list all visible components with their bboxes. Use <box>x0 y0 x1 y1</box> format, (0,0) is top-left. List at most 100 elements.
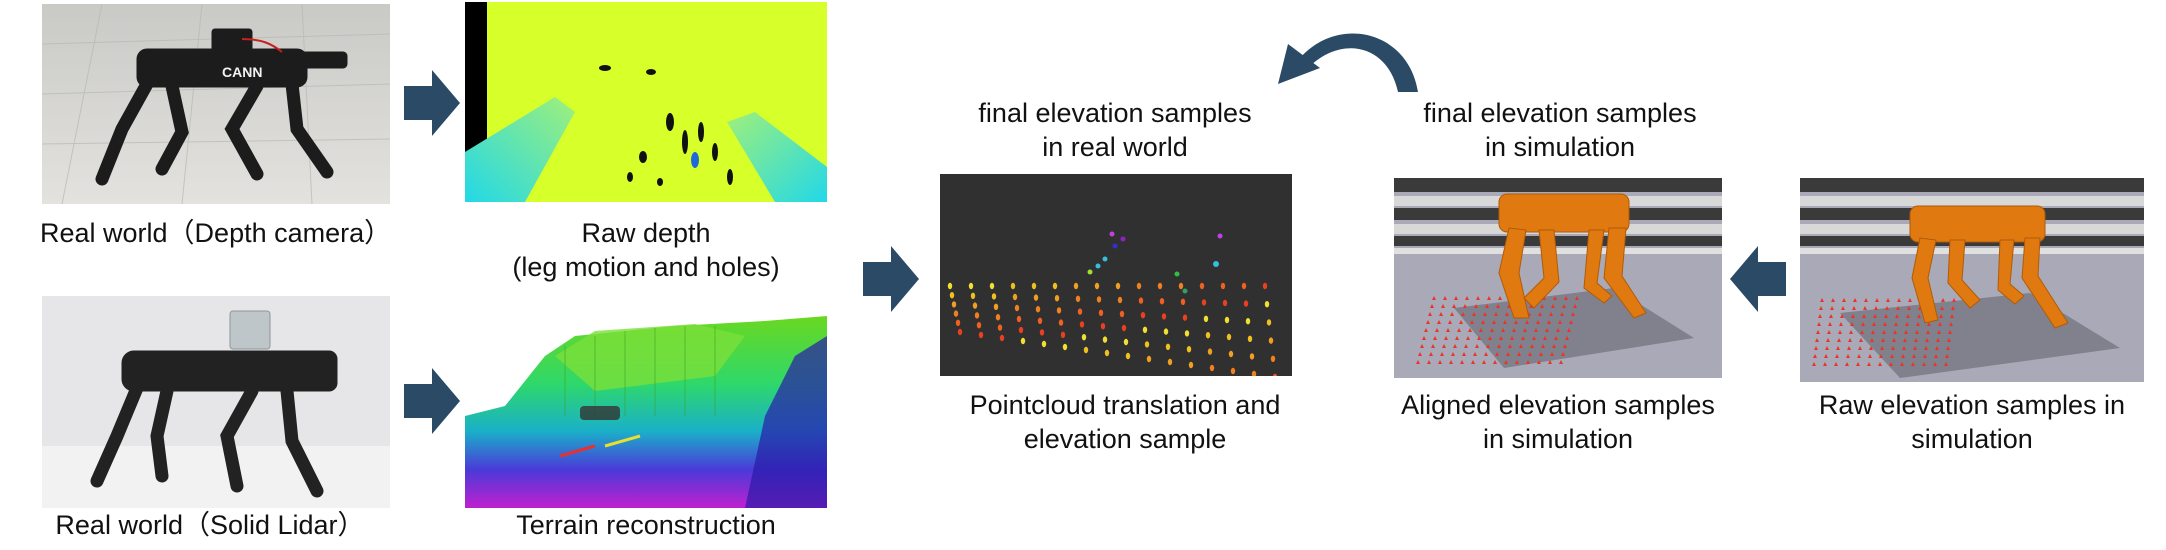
elevation-sample-marker <box>1499 336 1503 340</box>
elevation-sample-marker <box>1563 344 1567 348</box>
pointcloud-point <box>1058 319 1064 326</box>
elevation-sample-marker <box>1523 328 1527 332</box>
elevation-sample-marker <box>1515 360 1519 364</box>
left-arrow-icon <box>1730 246 1786 312</box>
elevation-sample-marker <box>1545 328 1549 332</box>
pointcloud-point <box>1115 282 1121 290</box>
elevation-sample-marker <box>1937 330 1941 334</box>
elevation-sample-marker <box>1835 354 1839 358</box>
pointcloud-point <box>1205 332 1211 339</box>
aligned-simulation-image <box>1394 178 1722 378</box>
elevation-sample-marker <box>1484 352 1488 356</box>
elevation-sample-marker <box>1510 336 1514 340</box>
elevation-sample-marker <box>1466 336 1470 340</box>
pointcloud-point <box>1146 355 1152 363</box>
elevation-sample-marker <box>1459 320 1463 324</box>
elevation-sample-marker <box>1863 306 1867 310</box>
elevation-sample-marker <box>1495 352 1499 356</box>
elevation-sample-marker <box>1486 344 1490 348</box>
elevation-sample-marker <box>1431 344 1435 348</box>
pointcloud-point <box>1186 346 1192 353</box>
pointcloud-point <box>1075 295 1081 302</box>
elevation-sample-marker <box>1897 298 1901 302</box>
pointcloud-point <box>1182 314 1188 321</box>
elevation-sample-marker <box>1861 322 1865 326</box>
pointcloud-point <box>1060 331 1066 338</box>
elevation-sample-marker <box>1560 312 1564 316</box>
elevation-sample-marker <box>1473 352 1477 356</box>
elevation-sample-marker <box>1853 298 1857 302</box>
pointcloud-point <box>1037 317 1043 324</box>
pointcloud-point <box>1178 282 1184 290</box>
elevation-sample-marker <box>1575 296 1579 300</box>
elevation-sample-marker <box>1911 362 1915 366</box>
elevation-sample-marker <box>1812 362 1816 366</box>
elevation-sample-marker <box>1569 320 1573 324</box>
pointcloud-point <box>1251 370 1257 376</box>
elevation-sample-marker <box>1548 360 1552 364</box>
elevation-sample-marker <box>1858 346 1862 350</box>
pointcloud-point <box>1035 306 1041 313</box>
pointcloud-point <box>1018 326 1024 334</box>
elevation-sample-marker <box>1420 344 1424 348</box>
pointcloud-point <box>989 282 995 290</box>
pointcloud-point <box>1039 329 1045 336</box>
elevation-sample-marker <box>1521 336 1525 340</box>
elevation-sample-marker <box>1498 296 1502 300</box>
elevation-sample-marker <box>1492 320 1496 324</box>
elevation-sample-marker <box>1426 320 1430 324</box>
pointcloud-point <box>1264 301 1270 308</box>
pointcloud-point <box>1117 296 1123 304</box>
pointcloud-point <box>1056 307 1062 314</box>
elevation-sample-marker <box>1476 296 1480 300</box>
pointcloud-point <box>1245 318 1251 325</box>
elevation-sample-marker <box>1519 344 1523 348</box>
pointcloud-point <box>1222 299 1228 307</box>
pointcloud-point <box>1104 349 1110 357</box>
pointcloud-point <box>1052 282 1058 290</box>
pointcloud-point <box>1241 282 1247 290</box>
pointcloud-point <box>1247 335 1253 342</box>
elevation-sample-marker <box>1512 328 1516 332</box>
pointcloud-point <box>1249 353 1255 360</box>
pointcloud-point <box>1041 340 1047 348</box>
elevation-sample-marker <box>1471 360 1475 364</box>
elevation-sample-marker <box>1925 338 1929 342</box>
elevation-sample-marker <box>1829 314 1833 318</box>
elevation-sample-marker <box>1915 330 1919 334</box>
elevation-sample-marker <box>1475 344 1479 348</box>
pointcloud-point <box>1228 350 1234 358</box>
elevation-sample-marker <box>1857 354 1861 358</box>
elevation-sample-marker <box>1841 306 1845 310</box>
pointcloud-point <box>955 319 961 326</box>
pointcloud-point <box>1157 282 1163 290</box>
elevation-sample-marker <box>1908 298 1912 302</box>
pointcloud-point <box>1138 297 1144 304</box>
elevation-sample-marker <box>1506 352 1510 356</box>
elevation-sample-marker <box>1537 360 1541 364</box>
elevation-sample-marker <box>1817 322 1821 326</box>
elevation-sample-marker <box>1902 346 1906 350</box>
elevation-sample-marker <box>1455 336 1459 340</box>
pointcloud-point <box>953 310 959 317</box>
elevation-sample-marker <box>1813 354 1817 358</box>
pointcloud-point <box>1100 323 1106 330</box>
terrain-reconstruction-image <box>465 296 827 508</box>
elevation-sample-marker <box>1896 306 1900 310</box>
elevation-sample-marker <box>1869 346 1873 350</box>
elevation-sample-marker <box>1433 336 1437 340</box>
elevation-sample-marker <box>1514 320 1518 324</box>
elevation-sample-marker <box>1488 336 1492 340</box>
elevation-sample-marker <box>1952 298 1956 302</box>
pointcloud-point <box>1209 364 1215 372</box>
pointcloud-point <box>1188 361 1194 369</box>
elevation-sample-marker <box>1824 354 1828 358</box>
elevation-sample-marker <box>1933 362 1937 366</box>
caption-real-world-lidar: Real world（Solid Lidar） <box>55 510 365 540</box>
caption-raw-depth-line1: Raw depth <box>581 218 711 248</box>
elevation-sample-marker <box>1834 362 1838 366</box>
elevation-sample-marker <box>1907 306 1911 310</box>
elevation-sample-marker <box>1416 360 1420 364</box>
elevation-sample-marker <box>1468 328 1472 332</box>
elevation-sample-marker <box>1443 296 1447 300</box>
